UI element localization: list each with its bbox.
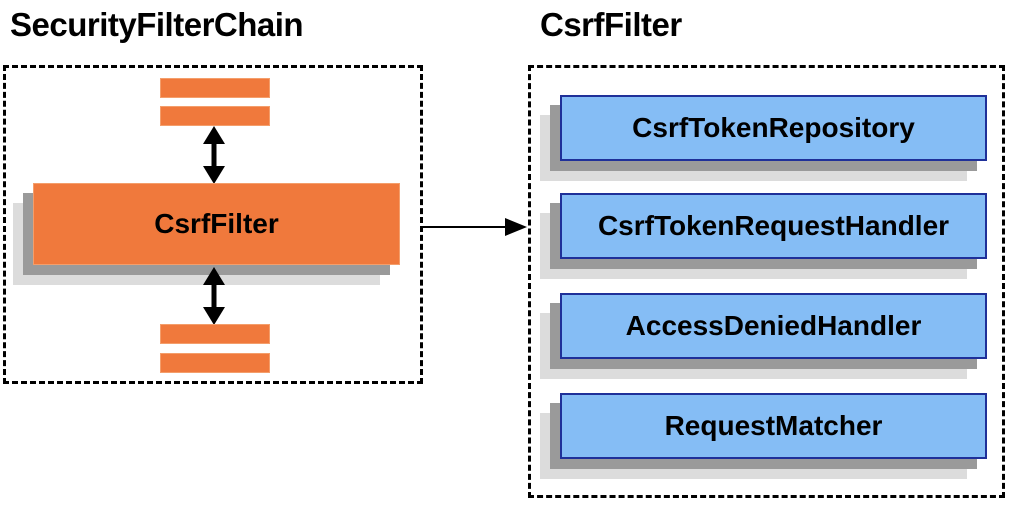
security-filter-chain-title: SecurityFilterChain <box>10 6 304 43</box>
filter-placeholder-bar <box>160 353 270 373</box>
filter-placeholder-bar <box>160 324 270 344</box>
component-box-request-matcher: RequestMatcher <box>560 393 987 459</box>
component-box-access-denied-handler: AccessDeniedHandler <box>560 293 987 359</box>
csrf-filter-panel <box>528 65 1005 498</box>
component-box-csrf-token-repository: CsrfTokenRepository <box>560 95 987 161</box>
csrf-filter-title: CsrfFilter <box>540 6 682 43</box>
bidirectional-arrow-icon <box>203 267 225 325</box>
filter-placeholder-bar <box>160 106 270 126</box>
right-arrow-icon <box>423 218 527 236</box>
csrf-filter-box: CsrfFilter <box>33 183 400 265</box>
security-filter-chain-panel <box>3 65 423 384</box>
filter-placeholder-bar <box>160 78 270 98</box>
bidirectional-arrow-icon <box>203 126 225 184</box>
component-box-csrf-token-request-handler: CsrfTokenRequestHandler <box>560 193 987 259</box>
